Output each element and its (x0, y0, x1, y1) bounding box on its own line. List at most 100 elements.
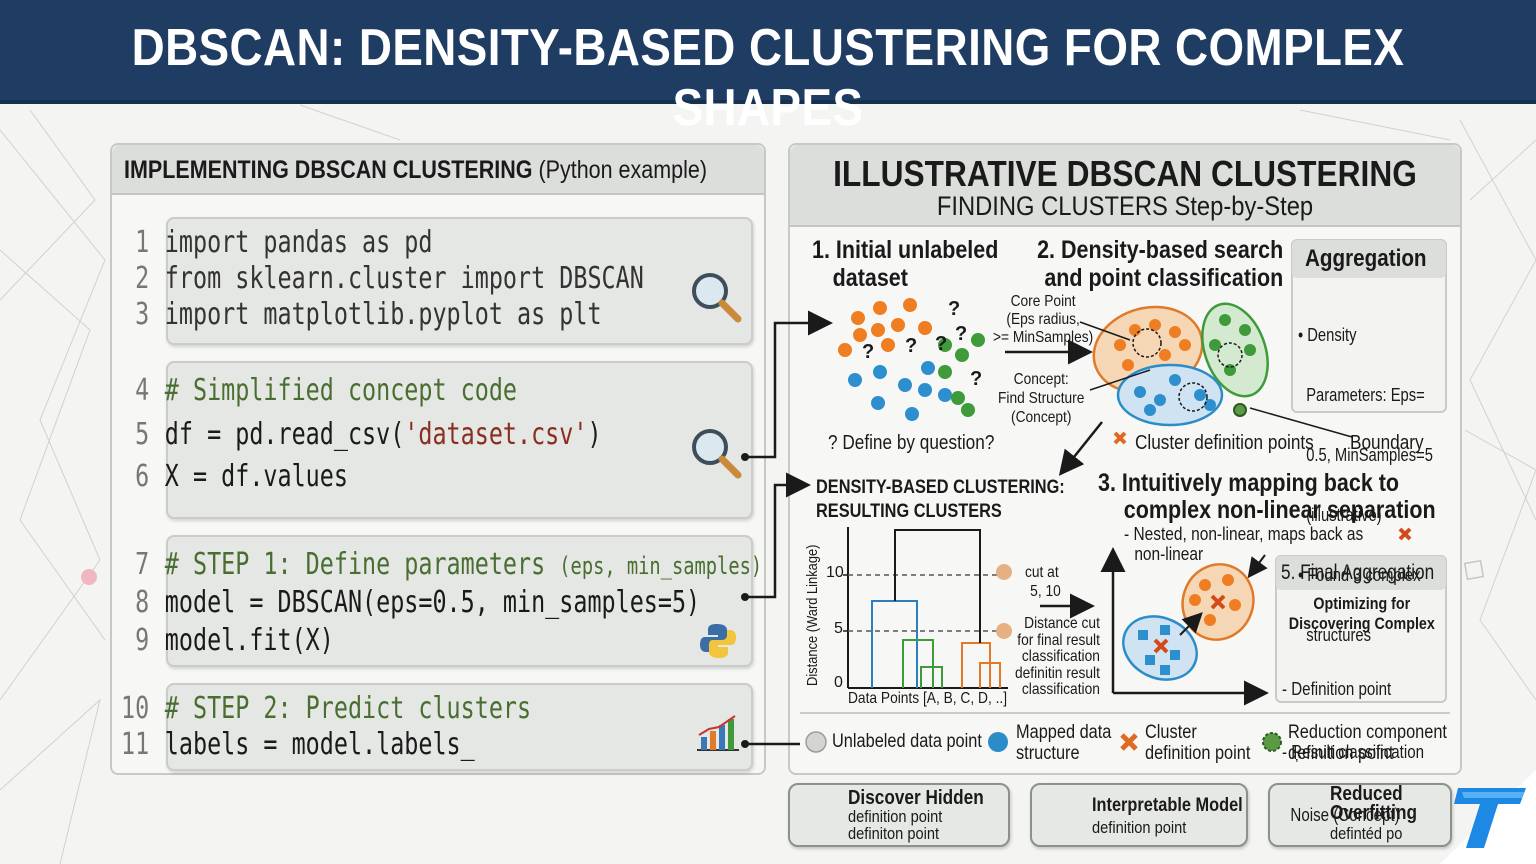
legend-mapped-line: structure (1016, 743, 1080, 764)
cut-label: cut at 5, 10 (1025, 563, 1061, 601)
step1-title-line2: dataset (832, 264, 908, 292)
legend-unlabeled-icon (805, 731, 827, 753)
legend-mapped-label: Mapped data structure (1016, 722, 1111, 764)
badge-sub: definition point (1092, 818, 1187, 837)
svg-text:?: ? (970, 368, 982, 390)
aggregation-item: • Found 3 complex (1298, 565, 1421, 585)
code-text: labels = model.labels_ (164, 727, 475, 762)
line-number: 4 (135, 373, 150, 408)
step3-note-line2: non-linear (1134, 544, 1204, 564)
code-string: 'dataset.csv' (404, 417, 588, 452)
distance-cut-line: definitin result (1015, 664, 1100, 682)
ytick-5: 5 (834, 620, 843, 637)
step2-title-line2: and point classification (1044, 264, 1284, 292)
magnifier-icon (692, 429, 742, 479)
aggregation-title: Aggregation (1305, 245, 1427, 272)
code-text: ) (587, 417, 602, 452)
code-text: import matplotlib.pyplot as plt (164, 297, 602, 332)
main-title: DBSCAN: DENSITY-BASED CLUSTERING FOR COM… (131, 19, 1405, 137)
core-point-line: Core Point (1010, 293, 1076, 310)
step3-title-line1: 3. Intuitively mapping back to (1098, 469, 1400, 497)
core-point-line: >= MinSamples) (993, 329, 1094, 346)
concept-label: Concept: Find Structure (Concept) (998, 370, 1084, 427)
dendrogram-title-line1: DENSITY-BASED CLUSTERING: (816, 477, 1065, 498)
final-aggregation-sub-line: Discovering Complex (1288, 614, 1435, 633)
legend-mapped-line: Mapped data (1016, 722, 1112, 743)
distance-cut-line: classification (1021, 681, 1100, 698)
badge-title: Reduced Overfitting (1330, 785, 1417, 823)
final-aggregation-item: Noise (Concept) (1282, 805, 1400, 825)
step3-note: - Nested, non-linear, maps back as non-l… (1124, 524, 1363, 564)
badge-sub-line: definiton point (848, 824, 940, 843)
cluster-definition-label: Cluster definition points (1135, 432, 1314, 454)
core-point-line: (Eps radius, (1006, 311, 1080, 328)
code-line: 8 model = DBSCAN(eps=0.5, min_samples=5) (118, 585, 700, 620)
code-text: model.fit(X) (164, 623, 334, 658)
aggregation-item: structures (1298, 625, 1372, 645)
line-number: 7 (135, 547, 150, 582)
boundary-label: Boundary (1350, 432, 1424, 454)
final-aggregation-sub-line: Optimizing for (1313, 594, 1411, 613)
connector-dot (741, 453, 749, 461)
connector-dot (741, 593, 749, 601)
line-number: 2 (135, 261, 150, 296)
code-text: import pandas as pd (164, 225, 433, 260)
badge-title-line: Reduced (1330, 783, 1403, 805)
svg-text:?: ? (862, 341, 874, 363)
connector-dot (741, 740, 749, 748)
concept-line: Concept: (1013, 371, 1069, 388)
svg-text:?: ? (905, 335, 917, 357)
step3-title-line2: complex non-linear separation (1123, 496, 1436, 524)
step1-note: ? Define by question? (828, 432, 995, 454)
svg-text:?: ? (955, 323, 967, 345)
dendrogram-title: DENSITY-BASED CLUSTERING: RESULTING CLUS… (816, 476, 1065, 524)
legend-reduction-label: Reduction component definition point (1288, 722, 1447, 764)
aggregation-list: • Density Parameters: Eps= 0.5, MinSampl… (1298, 285, 1433, 665)
badge-sub: defintéd po (1330, 824, 1403, 843)
hand-pointer-icon (996, 564, 1012, 580)
step1-title: 1. Initial unlabeled dataset (812, 236, 998, 292)
badge-title: Interpretable Model (1092, 795, 1243, 816)
badge-sub: definition point definiton point (848, 808, 942, 842)
mapping-axes (1100, 527, 1412, 706)
step3-title: 3. Intuitively mapping back to complex n… (1098, 470, 1436, 524)
step2-title: 2. Density-based search and point classi… (1034, 236, 1283, 292)
code-block-step1: 7# STEP 1: Define parameters (eps, min_s… (135, 535, 762, 667)
line-number: 1 (135, 225, 150, 260)
step1-title-line1: 1. Initial unlabeled (812, 236, 999, 264)
badge-reduced-overfitting: Reduced Overfitting defintéd po (1268, 783, 1452, 847)
code-text: model = DBSCAN(eps=0.5, min_samples=5) (164, 585, 701, 620)
concept-line: Find Structure (998, 390, 1085, 407)
badge-interpretable-model: Interpretable Model definition point (1030, 783, 1248, 847)
final-aggregation-item: - Ŗesult classification (1282, 742, 1425, 762)
core-point-label: Core Point (Eps radius, >= MinSamples) (993, 293, 1093, 347)
legend-reduction-icon (1262, 732, 1282, 752)
legend-unlabeled-label: Unlabeled data point (832, 731, 982, 752)
cut-line: cut at (1025, 564, 1059, 581)
ytick-10: 10 (826, 564, 844, 581)
unlabeled-scatter: ??? ??? (838, 298, 985, 421)
line-number: 8 (135, 585, 150, 620)
hand-pointer-icon (996, 623, 1012, 639)
diagram-panel-header: ILLUSTRATIVE DBSCAN CLUSTERING FINDING C… (790, 145, 1460, 227)
legend-cluster-icon (1120, 733, 1138, 751)
final-aggregation-list: - Definition point - Ŗesult classificati… (1282, 637, 1424, 847)
dendrogram-xlabel: Data Points [A, B, C, D, ..] (848, 690, 1008, 707)
final-aggregation-header (1276, 556, 1446, 590)
line-number: 6 (135, 459, 150, 494)
badge-sub-line: definition point (848, 807, 943, 826)
final-aggregation-subtitle: Optimizing for Discovering Complex (1282, 594, 1442, 634)
cut-line: 5, 10 (1030, 583, 1061, 600)
code-text: df = pd.read_csv( (164, 417, 405, 452)
code-line: 7# STEP 1: Define parameters (eps, min_s… (118, 547, 762, 582)
code-comment: # Simplified concept code (164, 373, 518, 408)
code-panel-title: IMPLEMENTING DBSCAN CLUSTERING (Python e… (124, 156, 707, 185)
